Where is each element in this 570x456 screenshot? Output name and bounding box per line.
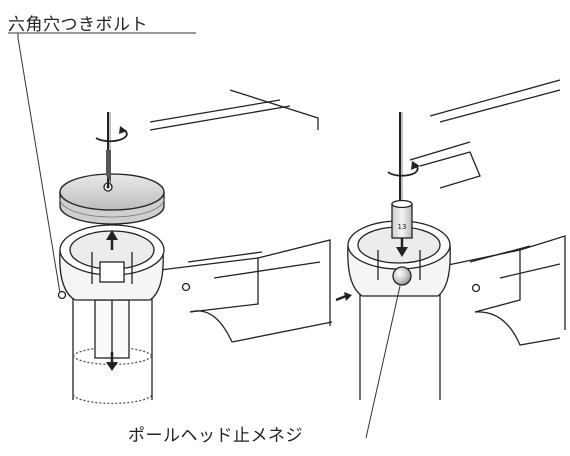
left-disc: [59, 173, 165, 225]
rotate-arrow-icon: [387, 161, 420, 177]
callout-leaders: [8, 32, 401, 439]
left-socket-collar: [57, 224, 165, 301]
rotate-arrow-icon: [95, 126, 128, 143]
down-arrow-icon: [396, 238, 408, 257]
up-arrow-icon: [106, 230, 118, 250]
left-hex-wrench: [106, 112, 111, 186]
right-arrow-icon: [335, 292, 352, 302]
right-socket-collar: [347, 220, 451, 297]
tool-size-label: 13: [398, 223, 407, 231]
left-assembly: [57, 89, 333, 405]
set-screw-label: ポールヘッド止メネジ: [128, 426, 303, 446]
down-arrow-icon: [106, 352, 118, 371]
left-pole: [72, 292, 153, 405]
right-socket-driver: 13: [391, 112, 413, 239]
left-arm-bracket: [159, 239, 333, 343]
hex-bolt-label: 六角穴つきボルト: [8, 15, 148, 35]
left-top-plate: [149, 89, 319, 131]
right-pole: [359, 290, 441, 400]
right-arm-bracket: [447, 235, 566, 346]
right-top-plate: [409, 79, 561, 189]
right-assembly: 13: [335, 79, 566, 400]
